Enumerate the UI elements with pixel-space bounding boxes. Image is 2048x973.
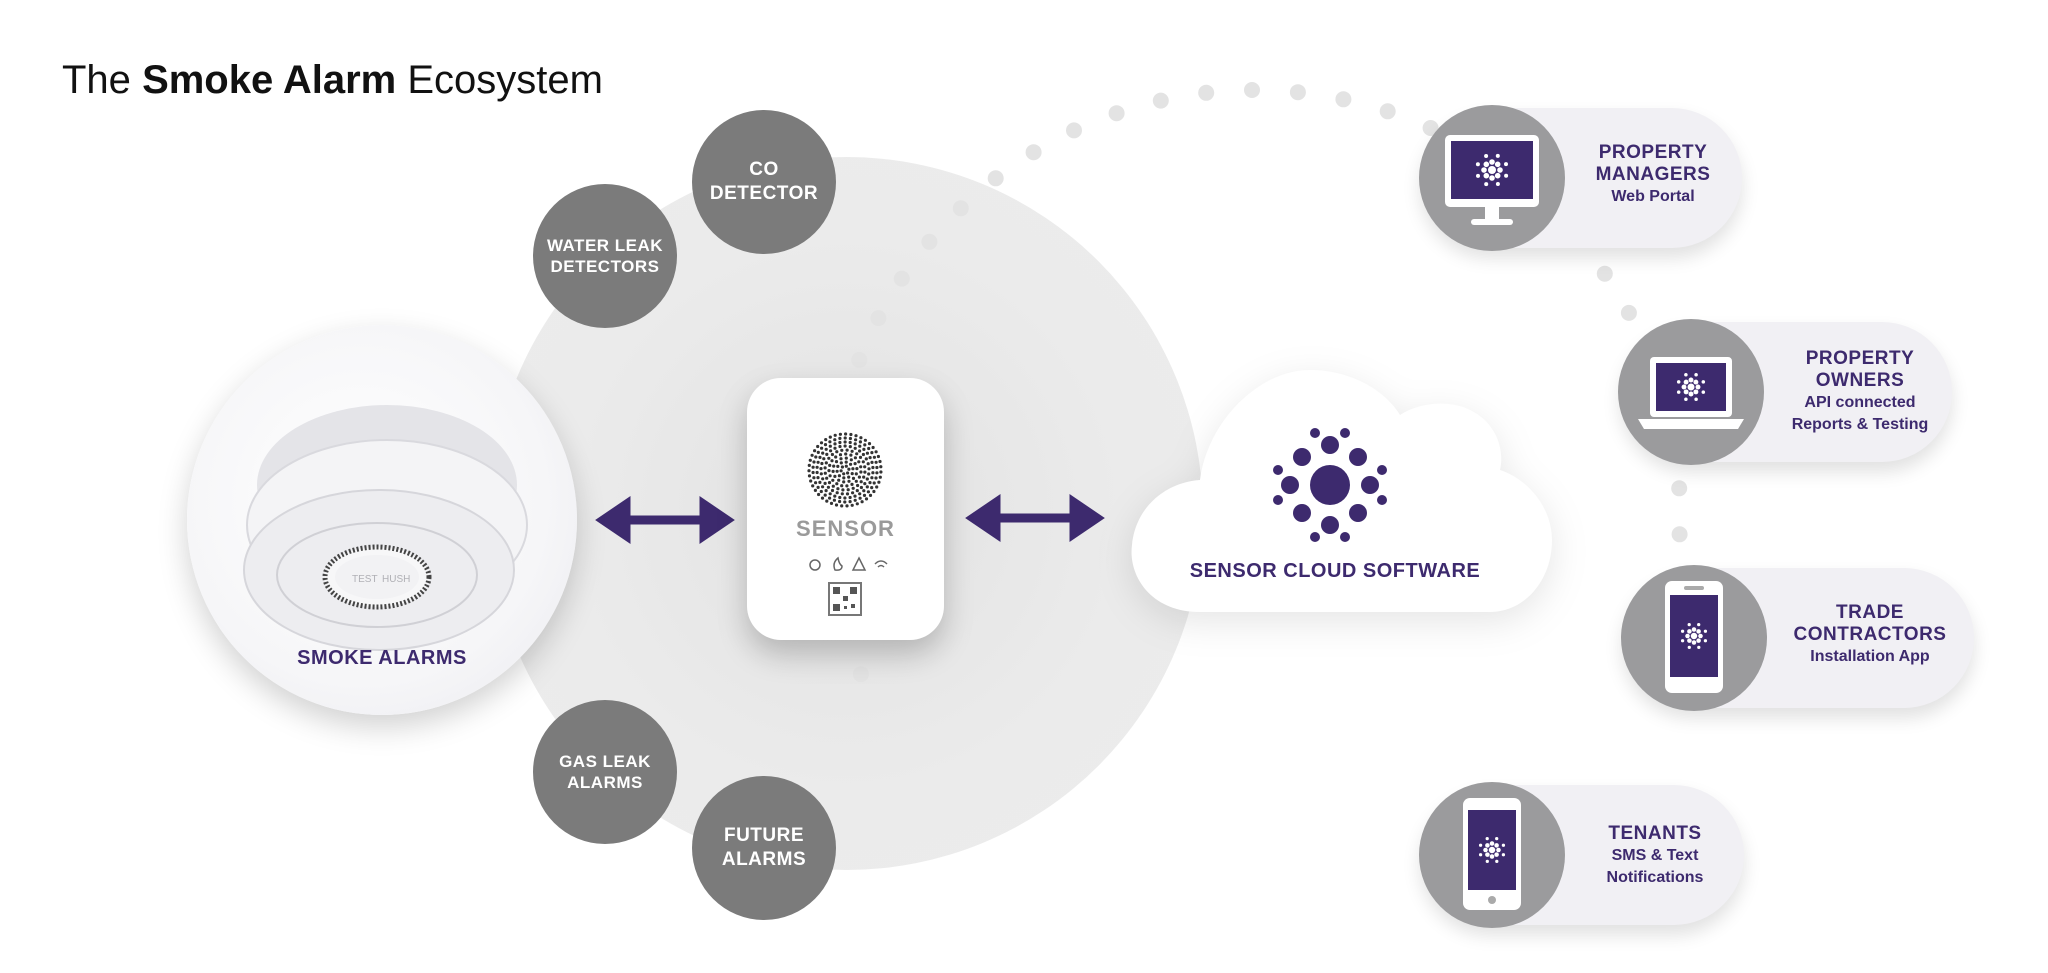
smoke-alarm-circle: TEST HUSH SMOKE ALARMS: [187, 325, 577, 715]
property-managers-card: PROPERTY MANAGERS Web Portal: [1419, 105, 1742, 251]
future-alarms-badge: FUTURE ALARMS: [692, 776, 836, 920]
title-suffix: Ecosystem: [407, 58, 603, 102]
qr-code-icon: [828, 582, 862, 616]
co-detector-badge: CO DETECTOR: [692, 110, 836, 254]
water-leak-badge: WATER LEAK DETECTORS: [533, 184, 677, 328]
future-alarms-label: FUTURE ALARMS: [721, 825, 807, 870]
smoke-alarm-device-icon: TEST HUSH: [243, 405, 528, 651]
sensor-device: SENSOR: [747, 378, 944, 640]
co-detector-label: CO DETECTOR: [709, 159, 819, 204]
sensor-label: SENSOR: [796, 516, 895, 541]
tenants-card: TENANTS SMS & Text Notifications: [1419, 782, 1744, 928]
test-button-label: TEST: [352, 574, 378, 585]
sensor-cloud-software-label: SENSOR CLOUD SOFTWARE: [1189, 560, 1481, 582]
title-prefix: The: [62, 58, 131, 102]
water-leak-label: WATER LEAK DETECTORS: [546, 235, 664, 276]
property-owners-subtitle: API connected Reports & Testing: [1791, 393, 1929, 434]
phone-icon: [1621, 565, 1767, 711]
bidirectional-arrow-right: [965, 494, 1105, 542]
title-bold: Smoke Alarm: [142, 58, 397, 102]
page-title: The Smoke Alarm Ecosystem: [62, 58, 603, 103]
trade-contractors-title: TRADE CONTRACTORS: [1793, 602, 1947, 645]
gas-leak-label: GAS LEAK ALARMS: [559, 751, 651, 792]
bidirectional-arrow-left: [595, 496, 735, 544]
sensor-status-icons: [809, 556, 888, 571]
trade-contractors-subtitle: Installation App: [1810, 647, 1930, 665]
sensor-device-graphic: [807, 432, 888, 616]
gas-leak-badge: GAS LEAK ALARMS: [533, 700, 677, 844]
tenants-subtitle: SMS & Text Notifications: [1606, 846, 1704, 887]
property-managers-title: PROPERTY MANAGERS: [1595, 142, 1711, 185]
monitor-icon: [1419, 105, 1565, 251]
laptop-icon: [1618, 319, 1764, 465]
phone-icon: [1419, 782, 1565, 928]
hush-button-label: HUSH: [382, 574, 410, 585]
property-owners-card: PROPERTY OWNERS API connected Reports & …: [1618, 319, 1952, 465]
sensor-logo-icon: [1273, 428, 1387, 542]
property-managers-subtitle: Web Portal: [1611, 187, 1695, 205]
tenants-title: TENANTS: [1608, 823, 1702, 844]
smoke-alarms-label: SMOKE ALARMS: [297, 647, 467, 669]
property-owners-title: PROPERTY OWNERS: [1805, 348, 1915, 391]
trade-contractors-card: TRADE CONTRACTORS Installation App: [1621, 565, 1974, 711]
